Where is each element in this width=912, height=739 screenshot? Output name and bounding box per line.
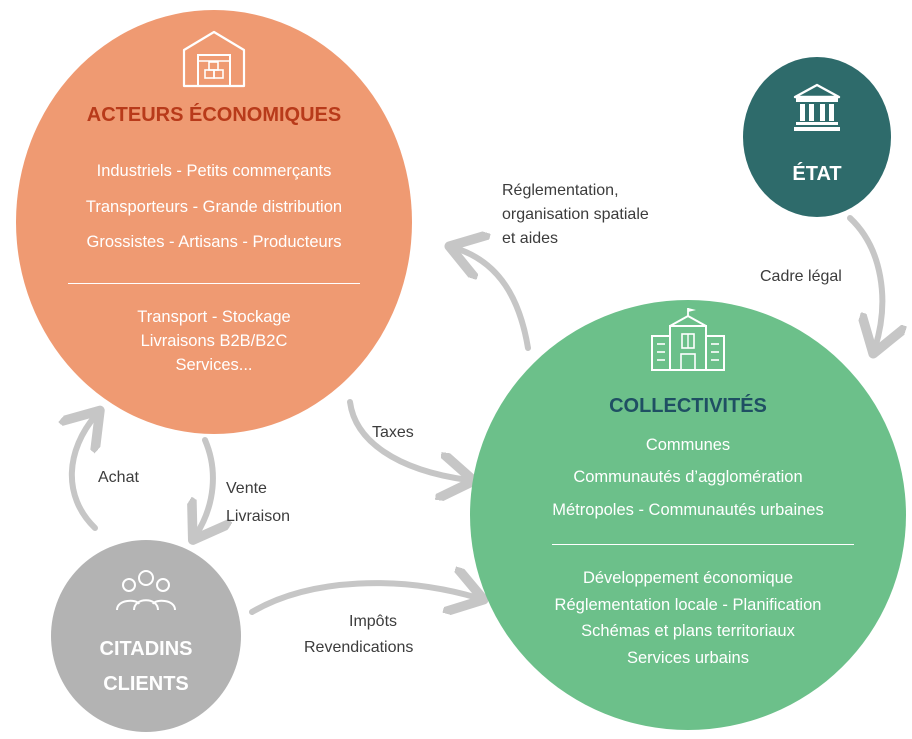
label-vente: Vente xyxy=(226,480,267,497)
arrow-impots xyxy=(249,583,478,612)
arrow-cadre-legal xyxy=(847,215,882,348)
collectivites-divider xyxy=(552,544,854,545)
label-taxes: Taxes xyxy=(372,424,414,441)
label-cadre-legal: Cadre légal xyxy=(760,268,842,285)
label-achat: Achat xyxy=(98,469,139,486)
collectivites-line-3: Métropoles - Communautés urbaines xyxy=(552,501,824,519)
etat-circle: ÉTAT xyxy=(743,57,891,217)
collectivites-title: COLLECTIVITÉS xyxy=(609,395,767,417)
collectivites-activity-4: Services urbains xyxy=(627,649,749,667)
acteurs-title: ACTEURS ÉCONOMIQUES xyxy=(86,104,342,126)
arrow-reglementation xyxy=(455,248,531,351)
acteurs-economiques-circle: ACTEURS ÉCONOMIQUES Industriels - Petits… xyxy=(16,10,412,434)
label-livraison: Livraison xyxy=(226,508,291,525)
acteurs-activity-3: Services... xyxy=(175,356,253,374)
collectivites-line-2: Communautés d’agglomération xyxy=(573,468,803,486)
citadins-clients-circle: CITADINS CLIENTS xyxy=(51,540,241,732)
label-impots: Impôts xyxy=(349,613,398,630)
arrow-vente-livraison xyxy=(196,437,213,535)
people-group-icon xyxy=(116,570,176,611)
citadins-title-line-1: CITADINS xyxy=(99,638,193,660)
acteurs-activity-1: Transport - Stockage xyxy=(137,308,291,326)
acteurs-line-1: Industriels - Petits commerçants xyxy=(96,162,332,180)
collectivites-circle: COLLECTIVITÉS Communes Communautés d’agg… xyxy=(470,300,906,730)
warehouse-icon xyxy=(182,30,246,88)
arrow-achat xyxy=(72,415,96,531)
label-revendications: Revendications xyxy=(304,639,414,656)
city-hall-icon xyxy=(651,308,725,371)
citadins-title-line-2: CLIENTS xyxy=(103,673,189,695)
collectivites-line-1: Communes xyxy=(645,436,731,454)
collectivites-activity-3: Schémas et plans territoriaux xyxy=(581,622,795,640)
label-reglementation-1: Réglementation, xyxy=(502,182,619,199)
acteurs-divider xyxy=(68,283,360,284)
arrow-taxes xyxy=(347,399,468,480)
label-reglementation-2: organisation spatiale xyxy=(502,206,649,223)
acteurs-line-3: Grossistes - Artisans - Producteurs xyxy=(86,233,342,251)
collectivites-activity-1: Développement économique xyxy=(582,569,794,587)
collectivites-activity-2: Réglementation locale - Planification xyxy=(554,596,822,614)
label-reglementation-3: et aides xyxy=(502,230,559,247)
acteurs-activity-2: Livraisons B2B/B2C xyxy=(140,332,288,350)
government-building-icon xyxy=(793,83,841,131)
acteurs-line-2: Transporteurs - Grande distribution xyxy=(85,198,343,216)
etat-title: ÉTAT xyxy=(792,163,842,185)
